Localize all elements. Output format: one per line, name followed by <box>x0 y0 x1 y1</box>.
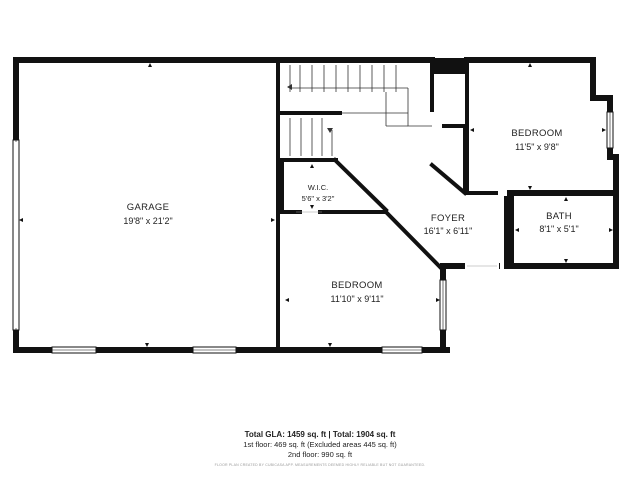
garage-name: GARAGE <box>127 202 169 213</box>
bedroom-main-dims: 11'10" x 9'11" <box>330 294 383 304</box>
stairs-lower <box>289 118 333 156</box>
wic-name: W.I.C. <box>308 183 328 192</box>
stairs-upper <box>289 65 432 127</box>
garage-dims: 19'8" x 21'2" <box>123 216 172 226</box>
exterior-walls <box>13 57 619 353</box>
bath-name: BATH <box>546 211 572 222</box>
foyer-name: FOYER <box>431 213 465 224</box>
stair-newel <box>433 62 466 74</box>
foyer-dims: 16'1" x 6'11" <box>424 226 473 236</box>
stair-arrow-upper <box>287 84 292 90</box>
total-area-line: Total GLA: 1459 sq. ft | Total: 1904 sq.… <box>244 430 396 439</box>
wall-markers <box>19 63 613 347</box>
stair-arrow-lower <box>327 128 333 133</box>
disclaimer: FLOOR PLAN CREATED BY CUBICASA APP. MEAS… <box>214 463 426 467</box>
bedroom-main-name: BEDROOM <box>331 280 382 291</box>
wic-dims: 5'6" x 3'2" <box>302 194 335 203</box>
second-floor-area: 2nd floor: 990 sq. ft <box>287 450 353 459</box>
bedroom-upper-dims: 11'5" x 9'8" <box>515 142 559 152</box>
bath-dims: 8'1" x 5'1" <box>539 224 578 234</box>
interior-walls <box>276 58 514 352</box>
first-floor-area: 1st floor: 469 sq. ft (Excluded areas 44… <box>243 440 397 449</box>
bedroom-upper-name: BEDROOM <box>511 128 562 139</box>
